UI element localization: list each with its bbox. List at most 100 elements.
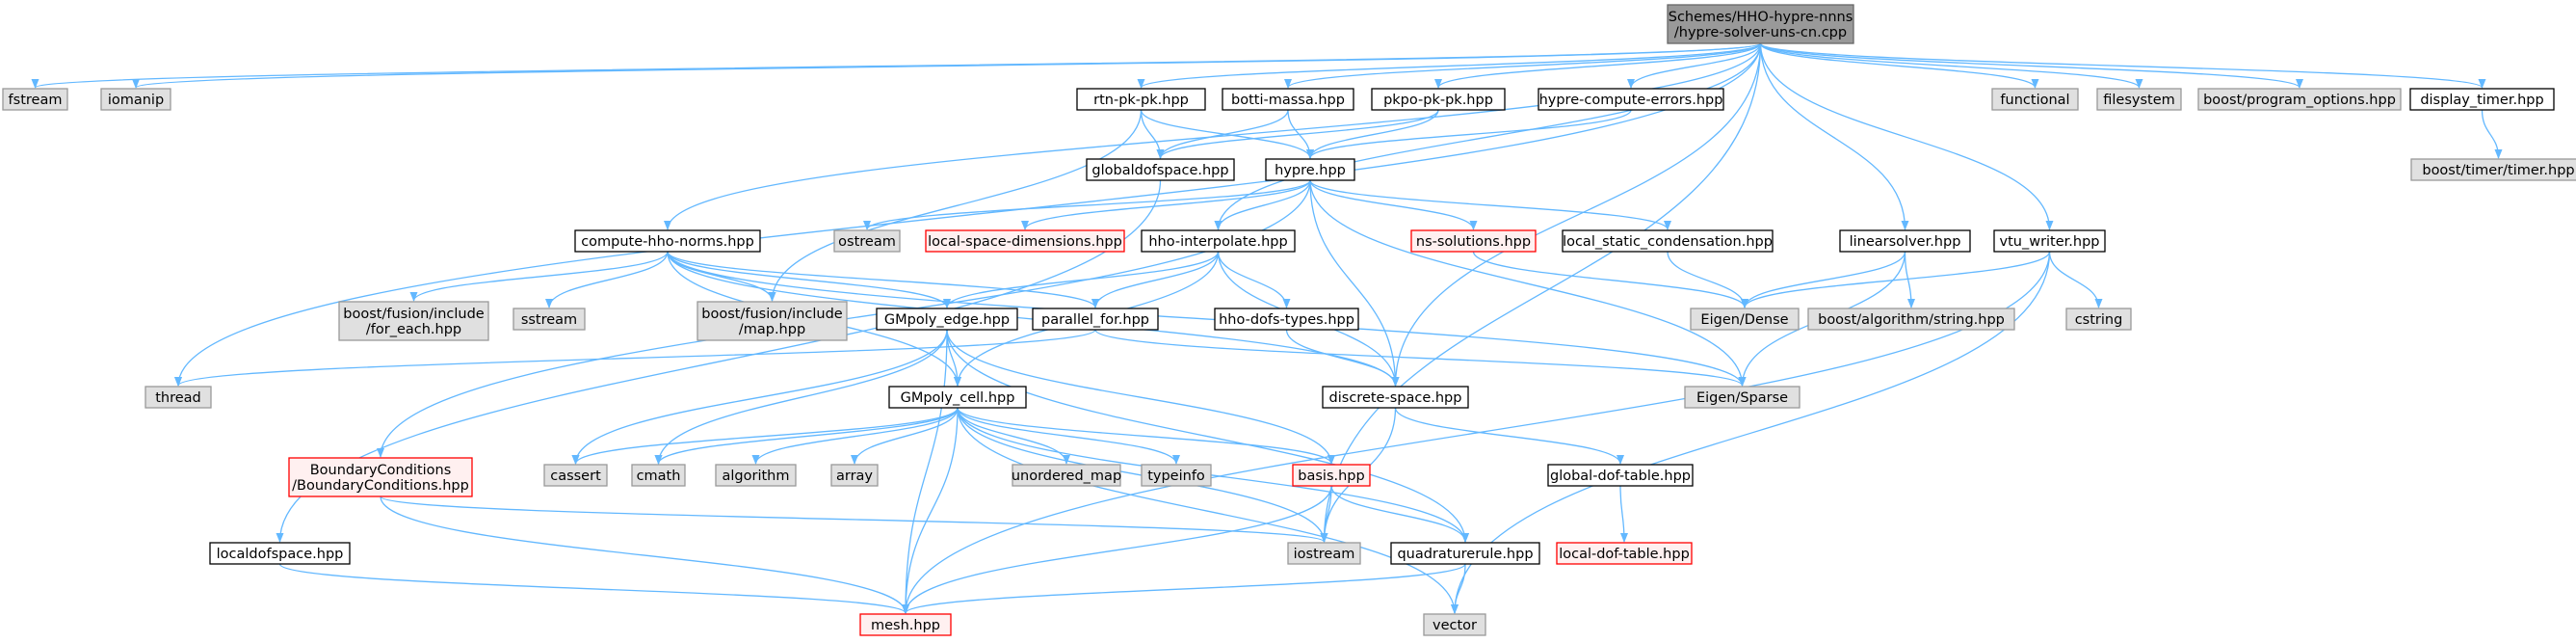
node-label-discrete: discrete-space.hpp [1329,390,1462,406]
node-bc: BoundaryConditions/BoundaryConditions.hp… [288,457,473,497]
node-box-dtimer [2409,88,2555,111]
node-label-fstream: fstream [9,93,63,108]
edge-hhodofs-to-discrete [1285,329,1400,387]
node-algorithm: algorithm [715,464,797,487]
node-label-umap: unordered_map [1012,469,1121,484]
edge-gmcell-to-mesh [902,407,959,614]
node-lsc[interactable]: local_static_condensation.hpp [1562,229,1774,253]
node-label-globaldof: globaldofspace.hpp [1091,163,1228,178]
node-label-basis: basis.hpp [1298,469,1364,484]
node-gmedge[interactable]: GMpoly_edge.hpp [876,308,1018,331]
node-box-parfor [1032,308,1159,331]
node-box-cmath [631,464,686,487]
node-box-foreach [338,301,489,341]
node-compute[interactable]: compute-hho-norms.hpp [574,229,761,253]
node-label-typeinfo: typeinfo [1147,469,1205,484]
node-label-gmedge: GMpoly_edge.hpp [884,312,1010,328]
node-hhoint[interactable]: hho-interpolate.hpp [1141,229,1296,253]
node-label-sstream: sstream [521,312,577,328]
node-label-btimer: boost/timer/timer.hpp [2422,163,2574,178]
node-hypre[interactable]: hypre.hpp [1265,158,1355,181]
node-parfor[interactable]: parallel_for.hpp [1032,308,1159,331]
node-functional: functional [1991,88,2079,111]
edge-bc-to-mesh [380,496,909,614]
node-box-fstream [2,88,68,111]
edge-vtu-to-vector [1451,251,2051,614]
node-gdt[interactable]: global-dof-table.hpp [1547,464,1694,487]
node-label-root: Schemes/HHO-hypre-nnns/hypre-solver-uns-… [1669,10,1853,40]
edge-root-to-pkpo [1434,42,1762,89]
edge-root-to-discrete [1391,42,1762,387]
node-layer: Schemes/HHO-hypre-nnns/hypre-solver-uns-… [2,4,2576,636]
node-array: array [830,464,879,487]
node-label-cmath: cmath [637,469,681,484]
node-box-sstream [513,308,586,331]
node-botti[interactable]: botti-massa.hpp [1222,88,1354,111]
node-lsd: local-space-dimensions.hpp [925,229,1125,253]
node-gmcell[interactable]: GMpoly_cell.hpp [888,386,1027,409]
node-box-discrete [1322,386,1469,409]
node-quad[interactable]: quadraturerule.hpp [1390,542,1540,565]
node-label-localdof: localdofspace.hpp [217,547,344,562]
edge-gmedge-to-basis [946,329,1335,465]
node-box-hhoint [1141,229,1296,253]
node-box-botti [1222,88,1354,111]
node-label-ldt: local-dof-table.hpp [1559,547,1690,562]
edge-root-to-fstream [32,42,1762,89]
node-rtn[interactable]: rtn-pk-pk.hpp [1076,88,1206,111]
node-dtimer[interactable]: display_timer.hpp [2409,88,2555,111]
node-box-gdt [1547,464,1694,487]
edge-compute-to-parfor [667,251,1099,308]
node-label-pkpo: pkpo-pk-pk.hpp [1383,93,1493,108]
edge-gmcell-to-algorithm [751,407,959,465]
edge-root-to-rtn [1137,42,1762,89]
node-hce[interactable]: hypre-compute-errors.hpp [1538,88,1724,111]
node-label-iomanip: iomanip [108,93,164,108]
node-box-lsd [925,229,1125,253]
node-box-typeinfo [1141,464,1212,487]
node-label-ostream: ostream [838,234,896,250]
node-discrete[interactable]: discrete-space.hpp [1322,386,1469,409]
node-box-linsolver [1839,229,1971,253]
node-cstring: cstring [2065,308,2132,331]
node-typeinfo: typeinfo [1141,464,1212,487]
node-label-hhodofs: hho-dofs-types.hpp [1219,312,1354,328]
node-label-hce: hypre-compute-errors.hpp [1539,93,1723,108]
edge-gmcell-to-cassert [571,407,959,465]
node-box-bc [288,457,473,497]
node-sstream: sstream [513,308,586,331]
node-label-algorithm: algorithm [723,469,790,484]
node-box-iostream [1287,542,1361,565]
node-vtu[interactable]: vtu_writer.hpp [1993,229,2106,253]
node-box-umap [1012,464,1121,487]
node-box-btimer [2410,158,2576,181]
node-basis: basis.hpp [1292,464,1371,487]
node-globaldof[interactable]: globaldofspace.hpp [1086,158,1235,181]
edge-compute-to-foreach [409,251,669,302]
edge-linsolver-to-eigdense [1741,251,1906,308]
node-linsolver[interactable]: linearsolver.hpp [1839,229,1971,253]
edge-root-to-vtu [1759,42,2054,230]
node-label-bpo: boost/program_options.hpp [2203,93,2396,108]
edge-botti-to-globaldof [1156,109,1289,159]
edge-root-to-functional [1759,42,2039,89]
edge-gdt-to-ldt [1619,485,1628,543]
edge-root-to-thread [174,42,1762,387]
node-pkpo[interactable]: pkpo-pk-pk.hpp [1371,88,1506,111]
node-root[interactable]: Schemes/HHO-hypre-nnns/hypre-solver-uns-… [1667,4,1854,44]
node-label-eigsparse: Eigen/Sparse [1696,390,1788,406]
node-box-basis [1292,464,1371,487]
edge-root-to-filesystem [1759,42,2143,89]
edge-gmedge-to-cassert [571,329,948,465]
node-ldt: local-dof-table.hpp [1556,542,1693,565]
node-ostream: ostream [833,229,901,253]
edge-vtu-to-cstring [2048,251,2103,308]
edge-compute-to-sstream [545,251,669,308]
node-localdof[interactable]: localdofspace.hpp [209,542,351,565]
edge-hypre-to-ostream [863,179,1311,230]
node-box-ldt [1556,542,1693,565]
node-hhodofs[interactable]: hho-dofs-types.hpp [1214,308,1359,331]
edge-hce-to-hypre [1306,109,1632,159]
node-box-iomanip [100,88,171,111]
